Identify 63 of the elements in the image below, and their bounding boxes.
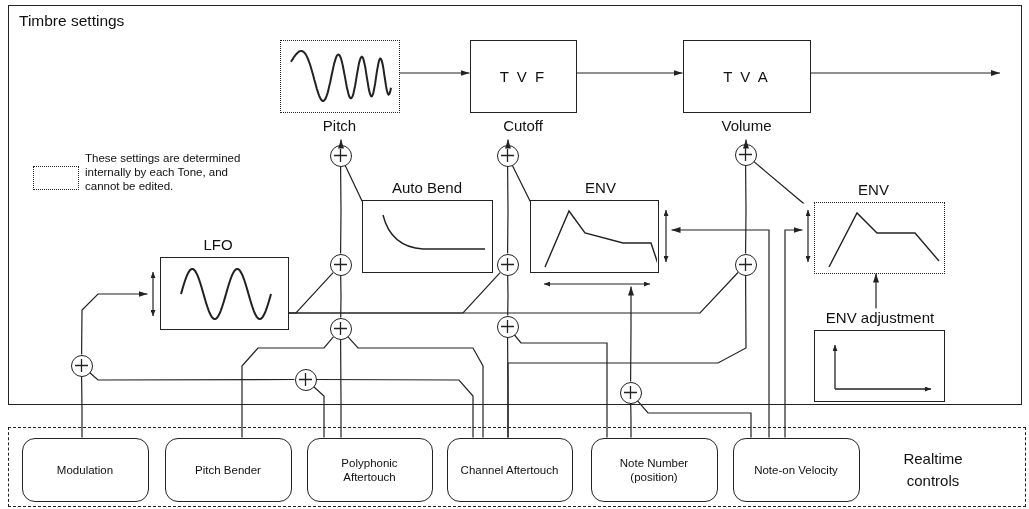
control-block: Note Number (position) bbox=[590, 437, 718, 502]
legend-text: These settings are determined internally by each Tone, and cannot be edited. bbox=[85, 151, 242, 193]
connector bbox=[753, 161, 805, 204]
block-label: ENV adjustment bbox=[824, 308, 936, 327]
block-label: LFO bbox=[202, 235, 234, 254]
block-label: ENV bbox=[857, 180, 890, 199]
summing-junction bbox=[496, 144, 519, 167]
panel-title: Timbre settings bbox=[19, 12, 125, 30]
connector bbox=[575, 70, 684, 76]
block-label: Cutoff bbox=[502, 116, 544, 135]
summing-junction bbox=[496, 253, 519, 276]
connector bbox=[637, 400, 752, 439]
control-block: Note-on Velocity bbox=[732, 437, 860, 502]
summing-junction bbox=[619, 381, 642, 404]
summing-junction bbox=[329, 144, 352, 167]
summing-junction bbox=[294, 368, 317, 391]
connector bbox=[628, 285, 634, 383]
connector bbox=[81, 375, 83, 439]
block-text: T V F bbox=[499, 67, 547, 85]
block-label: Volume bbox=[720, 116, 773, 135]
connector bbox=[630, 402, 632, 439]
controls-band bbox=[8, 427, 1026, 507]
block-label: ENV bbox=[584, 178, 617, 197]
connector bbox=[340, 274, 342, 319]
summing-junction bbox=[329, 253, 352, 276]
connector bbox=[89, 372, 296, 381]
connector bbox=[398, 70, 471, 76]
summing-junction bbox=[70, 354, 93, 377]
summing-junction bbox=[734, 143, 757, 166]
connector bbox=[340, 165, 342, 255]
connector bbox=[505, 138, 511, 149]
connector bbox=[745, 164, 747, 255]
connector bbox=[809, 70, 1001, 76]
band-label: Realtime controls bbox=[902, 449, 964, 491]
panel-frame bbox=[8, 5, 1022, 405]
summing-junction bbox=[496, 315, 519, 338]
control-block: Polyphonic Aftertouch bbox=[306, 437, 433, 502]
connector bbox=[313, 386, 325, 439]
summing-junction bbox=[734, 253, 757, 276]
connector bbox=[344, 164, 363, 202]
control-block: Modulation bbox=[21, 437, 149, 502]
connector bbox=[743, 138, 749, 149]
connector bbox=[873, 272, 879, 310]
control-block: Pitch Bender bbox=[164, 437, 292, 502]
connector bbox=[315, 378, 474, 439]
connector bbox=[81, 291, 149, 356]
control-block: Channel Aftertouch bbox=[446, 437, 573, 502]
connector bbox=[511, 164, 531, 202]
connector bbox=[287, 271, 739, 314]
block-label: Pitch bbox=[321, 116, 358, 135]
connector bbox=[507, 274, 509, 317]
connector bbox=[338, 138, 344, 149]
connector bbox=[670, 227, 770, 439]
block-text: T V A bbox=[723, 67, 770, 85]
summing-junction bbox=[329, 317, 352, 340]
block-label: Auto Bend bbox=[390, 178, 464, 197]
connector bbox=[507, 274, 747, 439]
connector bbox=[784, 227, 804, 439]
connector bbox=[241, 336, 334, 439]
connector bbox=[513, 334, 608, 439]
connector bbox=[507, 165, 509, 255]
connector bbox=[347, 336, 484, 439]
connector bbox=[340, 338, 342, 439]
